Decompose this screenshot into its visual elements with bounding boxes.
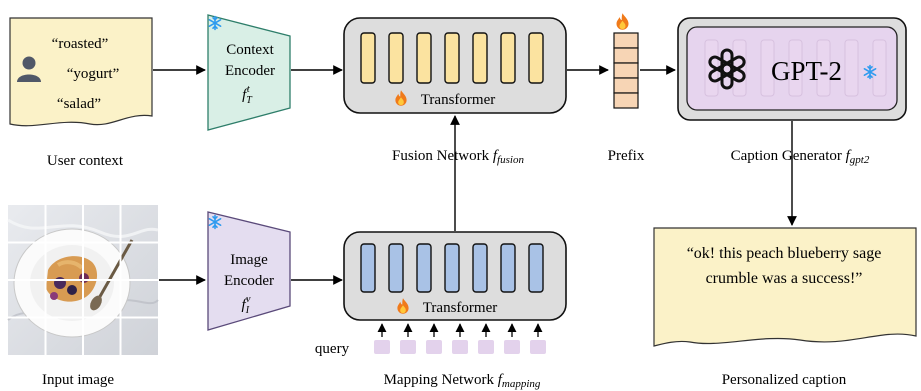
prefix (613, 13, 639, 109)
prefix-cell (613, 77, 639, 94)
mapping-token (472, 243, 488, 293)
prefix-cell (613, 32, 639, 49)
output-caption-line2: crumble was a success!” (706, 270, 863, 287)
fusion-token (388, 32, 404, 84)
prefix-cell (613, 62, 639, 79)
prefix-cell (613, 47, 639, 64)
context-word-1: “roasted” (52, 36, 109, 52)
mapping-token (416, 243, 432, 293)
query-row (374, 323, 546, 354)
user-context-caption: User context (47, 153, 124, 169)
mapping-token (528, 243, 544, 293)
image-encoder-line1: Image (230, 252, 268, 268)
image-encoder-line2: Encoder (224, 273, 274, 289)
fusion-token (472, 32, 488, 84)
personalized-caption-label: Personalized caption (722, 372, 847, 388)
fusion-token (360, 32, 376, 84)
personalized-caption-card: “ok! this peach blueberry sage crumble w… (653, 227, 917, 347)
context-encoder-line2: Encoder (225, 63, 275, 79)
fusion-transformer: Transformer (343, 17, 567, 114)
user-context-card: “roasted” “yogurt” “salad” (9, 17, 153, 127)
mapping-token (500, 243, 516, 293)
context-encoder: Context Encoder fTt (207, 14, 291, 131)
query-token (426, 340, 442, 354)
mapping-transformer: Transformer (343, 231, 567, 321)
fusion-transformer-label: Transformer (421, 92, 495, 108)
fusion-network-caption: Fusion Network ffusion (392, 148, 524, 166)
fusion-token (444, 32, 460, 84)
query-label: query (315, 341, 350, 357)
context-encoder-line1: Context (226, 42, 274, 58)
mapping-transformer-label: Transformer (423, 300, 497, 316)
fusion-token (528, 32, 544, 84)
fusion-token (416, 32, 432, 84)
gpt-ghost-token (760, 39, 775, 97)
mapping-token-row (360, 243, 544, 293)
fusion-token-row (360, 32, 544, 84)
gpt-ghost-token (872, 39, 887, 97)
fusion-token (500, 32, 516, 84)
gpt-ghost-token (844, 39, 859, 97)
query-token (504, 340, 520, 354)
image-encoder: Image Encoder fIv (207, 211, 291, 331)
query-token (452, 340, 468, 354)
caption-generator-caption: Caption Generator fgpt2 (731, 148, 870, 166)
prefix-cell (613, 92, 639, 109)
fire-icon (616, 13, 629, 30)
mapping-token (444, 243, 460, 293)
mapping-network-caption: Mapping Network fmapping (384, 372, 541, 390)
gpt-ghost-tokens (704, 39, 887, 97)
query-token (374, 340, 390, 354)
prefix-caption: Prefix (608, 148, 645, 164)
context-encoder-symbol: fTt (242, 84, 253, 106)
input-image (7, 205, 159, 355)
gpt-ghost-token (788, 39, 803, 97)
query-token (478, 340, 494, 354)
query-token (400, 340, 416, 354)
context-word-3: “salad” (57, 96, 101, 112)
context-word-2: “yogurt” (67, 66, 119, 82)
caption-generator: GPT-2 (677, 17, 907, 121)
output-caption-line1: “ok! this peach blueberry sage (687, 245, 882, 262)
prefix-cells (613, 32, 639, 109)
user-icon (17, 56, 41, 82)
openai-logo-icon (708, 48, 746, 90)
mapping-token (388, 243, 404, 293)
input-image-caption: Input image (42, 372, 114, 388)
query-token (530, 340, 546, 354)
image-encoder-symbol: fIv (242, 294, 252, 316)
gpt2-label: GPT-2 (771, 56, 842, 86)
gpt-ghost-token (816, 39, 831, 97)
mapping-token (360, 243, 376, 293)
image-patch-grid (8, 205, 158, 355)
